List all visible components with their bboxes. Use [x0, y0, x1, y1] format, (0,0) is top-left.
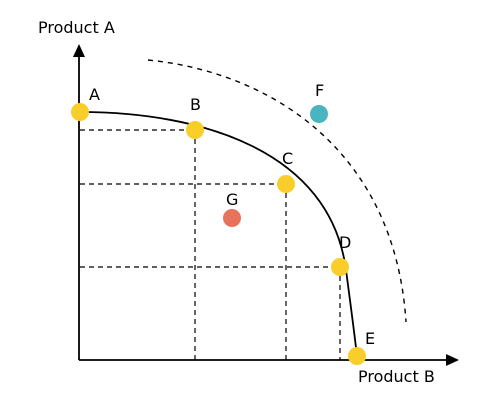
point-a-label: A [89, 85, 100, 104]
point-e [348, 347, 366, 365]
x-axis-label: Product B [358, 367, 435, 386]
point-g-label: G [226, 190, 238, 209]
point-d-label: D [339, 233, 351, 252]
point-c [277, 175, 295, 193]
ppf-curve [79, 111, 358, 357]
point-f [310, 105, 328, 123]
point-c-label: C [282, 149, 293, 168]
point-b-label: B [190, 95, 201, 114]
x-axis-arrow-icon [446, 354, 459, 366]
point-a [71, 103, 89, 121]
point-e-label: E [365, 329, 375, 348]
point-b [186, 121, 204, 139]
point-g [223, 209, 241, 227]
point-f-label: F [315, 81, 324, 100]
y-axis-label: Product A [38, 18, 115, 37]
point-d [331, 258, 349, 276]
y-axis-arrow-icon [73, 44, 85, 57]
shifted-frontier-curve [147, 59, 407, 323]
